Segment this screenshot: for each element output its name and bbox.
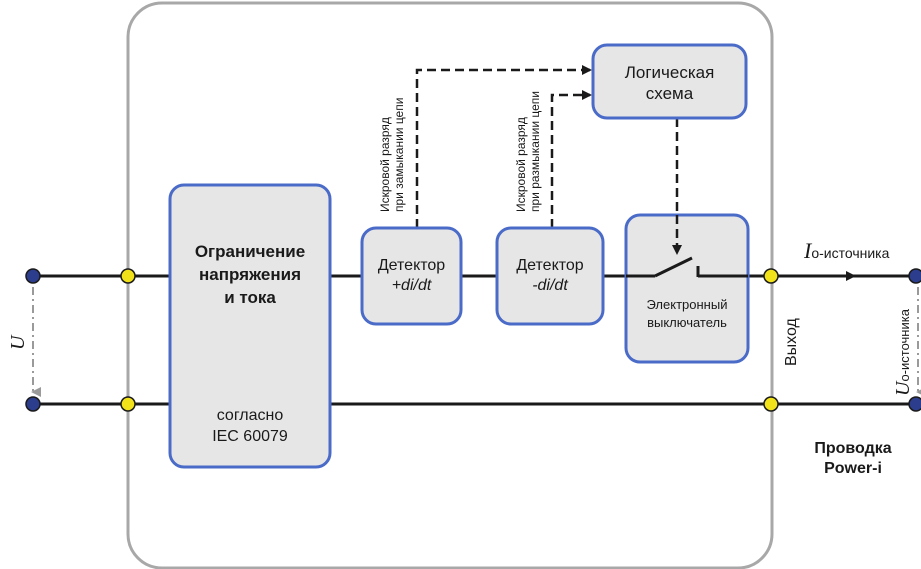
output-current-label: Iо-источника <box>804 239 889 265</box>
close-spark-line1: Искровой разряд <box>378 117 392 212</box>
voltage-symbol: U <box>892 381 914 396</box>
device-terminal-out-bottom <box>763 396 779 412</box>
logic-line1: Логическая <box>624 63 715 82</box>
detector-minus-line1: Детектор <box>516 257 584 274</box>
voltage-subscript: о-источника <box>897 309 912 382</box>
open-spark-label: Искровой разряд при размыкании цепи <box>514 91 542 212</box>
detector-plus-label: Детектор +di/dt <box>362 256 461 296</box>
current-symbol: I <box>804 238 812 263</box>
detector-plus-block <box>360 226 463 326</box>
limiter-title: Ограничение напряжения и тока <box>170 240 330 309</box>
open-spark-line2: при размыкании цепи <box>528 91 542 212</box>
close-spark-label: Искровой разряд при замыкании цепи <box>378 98 406 212</box>
switch-line2: выключатель <box>647 315 727 330</box>
limiter-title-line2: напряжения <box>199 265 301 284</box>
close-spark-line2: при замыкании цепи <box>392 97 406 212</box>
switch-label: Электронный выключатель <box>626 296 748 332</box>
detector-minus-line2: -di/dt <box>532 277 568 294</box>
current-subscript: о-источника <box>811 245 890 261</box>
logic-block <box>591 43 748 120</box>
output-label: Выход <box>783 318 800 366</box>
signal-open-spark-line <box>550 90 592 228</box>
limiter-block <box>168 183 332 469</box>
input-terminal-bottom <box>25 396 41 412</box>
device-terminal-in-top <box>120 268 136 284</box>
logic-line2: схема <box>645 84 694 103</box>
wiring-label: Проводка Power-i <box>788 439 918 479</box>
detector-plus-line2: +di/dt <box>391 277 432 294</box>
limiter-note: согласно IEC 60079 <box>170 405 330 447</box>
limiter-note-line2: IEC 60079 <box>212 428 288 445</box>
switch-line1: Электронный <box>646 297 728 312</box>
input-terminal-top <box>25 268 41 284</box>
detector-minus-label: Детектор -di/dt <box>497 256 603 296</box>
limiter-title-line3: и тока <box>224 288 276 307</box>
device-terminal-in-bottom <box>120 396 136 412</box>
switch-block <box>626 215 748 362</box>
input-voltage-label: U <box>7 335 29 350</box>
output-voltage-label: Uо-источника <box>892 309 915 396</box>
open-spark-line1: Искровой разряд <box>514 117 528 212</box>
limiter-title-line1: Ограничение <box>194 242 306 261</box>
signal-close-spark-line <box>415 65 592 228</box>
limiter-note-line1: согласно <box>216 407 284 424</box>
switch-contact-blade-icon <box>654 256 693 278</box>
wiring-line1: Проводка <box>814 440 892 457</box>
output-terminal-bottom <box>908 396 921 412</box>
detector-minus-block <box>495 226 605 326</box>
wiring-line2: Power-i <box>824 460 882 477</box>
logic-label: Логическая схема <box>593 62 746 104</box>
detector-plus-line1: Детектор <box>377 257 446 274</box>
switch-block-border <box>624 213 750 364</box>
output-terminal-top <box>908 268 921 284</box>
device-terminal-out-top <box>763 268 779 284</box>
